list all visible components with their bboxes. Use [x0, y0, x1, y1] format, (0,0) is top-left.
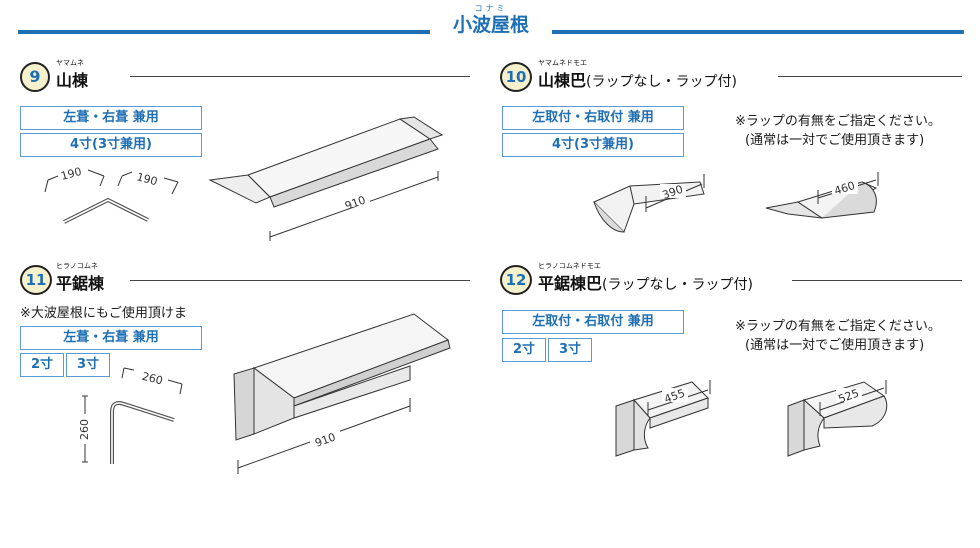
- section-10-title: 山棟巴(ラップなし・ラップ付): [538, 67, 737, 91]
- section-11-ruby: ヒラノコムネ: [56, 262, 98, 270]
- section-11-title: 平鋸棟: [56, 270, 104, 294]
- section-9-title-text: 山棟: [56, 71, 89, 90]
- section-10-title-suffix: (ラップなし・ラップ付): [586, 74, 737, 90]
- section-9-ridge-figure: 910: [208, 116, 444, 241]
- section-9-ruby: ヤマムネ: [56, 59, 84, 67]
- section-9-rule: [130, 76, 470, 77]
- section-11-size-2: 3寸: [66, 353, 110, 377]
- section-9-dim-right: 190: [135, 170, 159, 188]
- section-11-badge: 11: [20, 265, 52, 295]
- section-11-dim-top: 260: [141, 370, 165, 388]
- section-12-endcap-lap-figure: 525: [787, 380, 888, 457]
- header-ruby: コナミ: [474, 4, 508, 13]
- section-11-title-text: 平鋸棟: [56, 274, 105, 293]
- section-10-dim-b: 460: [833, 179, 857, 198]
- section-11-size-1: 2寸: [20, 353, 64, 377]
- section-11-pre-note: ※大波屋根にもご使用頂けま: [20, 306, 187, 321]
- section-12-size-1: 2寸: [502, 338, 546, 362]
- section-9-dim-left: 190: [59, 165, 83, 183]
- section-10-endcap-lap-figure: 460: [765, 172, 879, 219]
- section-10-title-text: 山棟巴: [538, 71, 587, 90]
- header-rule-right: [552, 30, 964, 34]
- section-9-badge: 9: [20, 62, 50, 92]
- header-rule-left: [18, 30, 430, 34]
- section-12-number: 12: [505, 271, 527, 289]
- section-12-endcap-plain-figure: 455: [615, 380, 711, 457]
- section-12-title-text: 平鋸棟巴: [538, 274, 603, 293]
- section-10-note-1: ※ラップの有無をご指定ください。: [735, 114, 941, 129]
- section-10-badge: 10: [500, 62, 532, 92]
- section-9-spec-1: 左葺・右葺 兼用: [20, 106, 202, 130]
- section-9-number: 9: [29, 67, 41, 86]
- section-9-title: 山棟: [56, 67, 88, 91]
- section-12-size-2: 3寸: [548, 338, 592, 362]
- section-10-spec-2: 4寸(3寸兼用): [502, 133, 684, 157]
- section-9-spec-2: 4寸(3寸兼用): [20, 133, 202, 157]
- section-12-ruby: ヒラノコムネドモエ: [538, 262, 601, 270]
- section-10-note-2: (通常は一対でご使用頂きます): [745, 133, 925, 148]
- section-10-spec-1: 左取付・右取付 兼用: [502, 106, 684, 130]
- section-10-ruby: ヤマムネドモエ: [538, 59, 587, 67]
- section-12-title-suffix: (ラップなし・ラップ付): [602, 277, 753, 293]
- section-11-number: 11: [25, 271, 47, 289]
- section-12-rule: [792, 280, 962, 281]
- section-9-profile-figure: 190 190: [44, 165, 179, 224]
- section-12-note-2: (通常は一対でご使用頂きます): [745, 338, 925, 353]
- section-10-number: 10: [505, 68, 527, 86]
- section-11-ridge-figure: 910: [233, 313, 451, 474]
- section-12-badge: 12: [500, 265, 532, 295]
- section-12-note-1: ※ラップの有無をご指定ください。: [735, 319, 941, 334]
- section-10-rule: [778, 76, 962, 77]
- section-11-profile-figure: 260 260: [78, 367, 183, 464]
- section-12-spec-1: 左取付・右取付 兼用: [502, 310, 684, 334]
- page-title: 小波屋根: [452, 14, 529, 36]
- section-11-rule: [130, 280, 470, 281]
- section-11-dim-side: 260: [78, 419, 91, 440]
- section-12-title: 平鋸棟巴(ラップなし・ラップ付): [538, 270, 753, 294]
- section-11-spec-1: 左葺・右葺 兼用: [20, 326, 202, 350]
- section-10-endcap-plain-figure: 390: [593, 174, 705, 233]
